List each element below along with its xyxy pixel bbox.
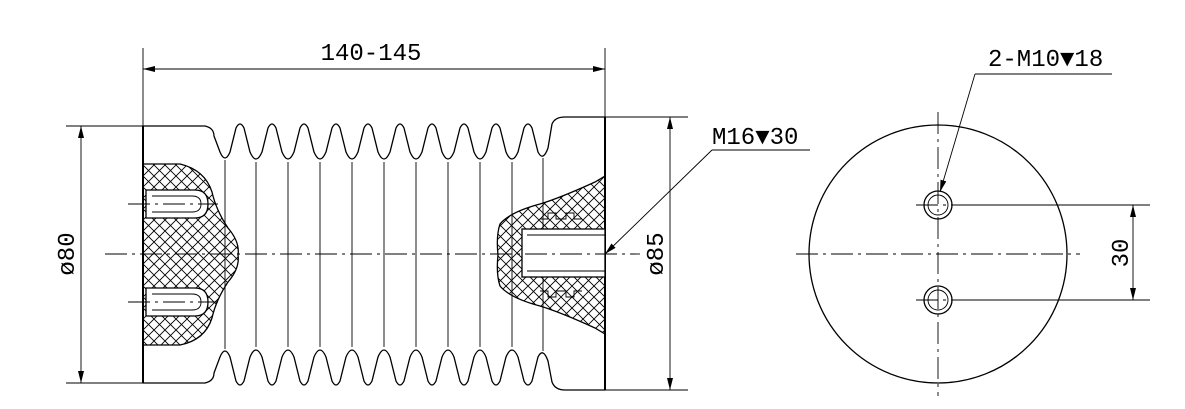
insulator-side-view — [105, 116, 640, 391]
dimension-right-diameter: ø85 — [605, 116, 688, 391]
dimension-left-diameter: ø80 — [55, 125, 143, 384]
body-top-outline — [143, 116, 605, 160]
overall-length-label: 140-145 — [321, 41, 422, 68]
right-thread-bore — [521, 228, 606, 278]
right-knurl-top — [540, 212, 582, 220]
body-bottom-outline — [143, 349, 605, 391]
dimension-overall-length: 140-145 — [142, 41, 606, 126]
insulator-end-view — [796, 112, 1080, 396]
right-knurl-bottom — [540, 290, 582, 298]
leader-end-view-holes: 2-M10▼18 — [939, 47, 1112, 193]
core-lines — [224, 158, 544, 351]
end-view-hole-callout: 2-M10▼18 — [988, 47, 1103, 74]
left-diameter-label: ø80 — [55, 232, 82, 275]
right-diameter-label: ø85 — [644, 232, 671, 275]
dimension-hole-spacing: 30 — [952, 204, 1150, 301]
right-thread-callout: M16▼30 — [712, 125, 798, 152]
hole-spacing-label: 30 — [1109, 239, 1136, 268]
leader-right-thread: M16▼30 — [604, 125, 810, 255]
